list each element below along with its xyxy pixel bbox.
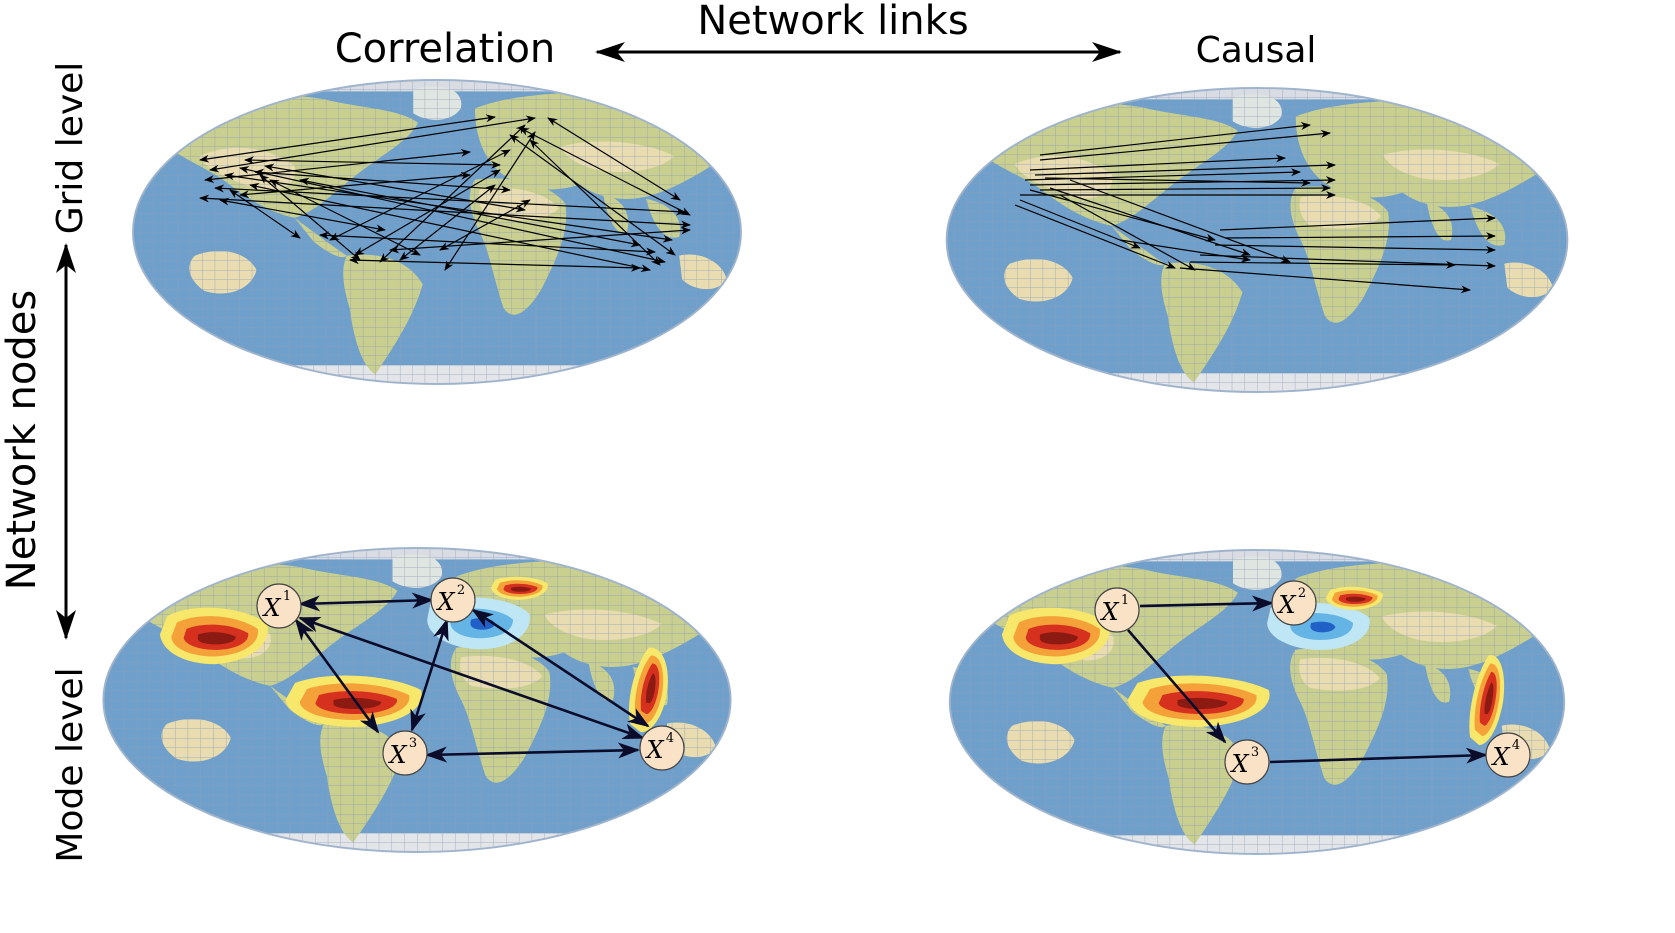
correlation-grid-links [199, 114, 691, 273]
node-x3: X 3 [382, 730, 428, 776]
svg-text:1: 1 [1121, 593, 1129, 608]
svg-text:X: X [1276, 591, 1296, 619]
svg-text:4: 4 [1512, 738, 1520, 753]
svg-text:X: X [1490, 743, 1510, 771]
node-x2: X 2 [1271, 580, 1317, 626]
svg-text:X: X [1229, 750, 1249, 778]
svg-text:4: 4 [666, 731, 674, 746]
causal-mode-nodes: X 1 X 2 X 3 X 4 [1094, 580, 1531, 785]
svg-text:1: 1 [283, 589, 291, 604]
causal-mode-links [1127, 595, 1488, 764]
svg-text:X: X [1099, 598, 1119, 626]
node-x4: X 4 [639, 725, 685, 771]
row-label-grid-level: Grid level [50, 62, 91, 235]
svg-text:X: X [435, 588, 455, 616]
node-x3: X 3 [1224, 739, 1270, 785]
svg-text:3: 3 [1251, 745, 1259, 760]
svg-text:2: 2 [457, 583, 465, 598]
svg-text:X: X [644, 736, 664, 764]
globe-causal-grid [937, 78, 1577, 401]
row-label-mode-level: Mode level [50, 667, 91, 862]
column-label-correlation: Correlation [335, 26, 556, 72]
node-x1: X 1 [1094, 587, 1140, 633]
svg-text:X: X [387, 741, 407, 769]
node-x1: X 1 [256, 583, 302, 629]
svg-text:X: X [261, 594, 281, 622]
links-axis-label: Network links [697, 0, 968, 44]
correlation-mode-nodes: X 1 X 2 X 3 X 4 [256, 577, 685, 776]
nodes-axis-label: Network nodes [0, 290, 45, 590]
correlation-mode-links [294, 592, 650, 763]
column-label-causal: Causal [1196, 30, 1317, 71]
svg-text:3: 3 [409, 736, 417, 751]
node-x2: X 2 [430, 577, 476, 623]
svg-text:2: 2 [1298, 586, 1306, 601]
node-x4: X 4 [1485, 732, 1531, 778]
causal-grid-links [1014, 122, 1496, 294]
